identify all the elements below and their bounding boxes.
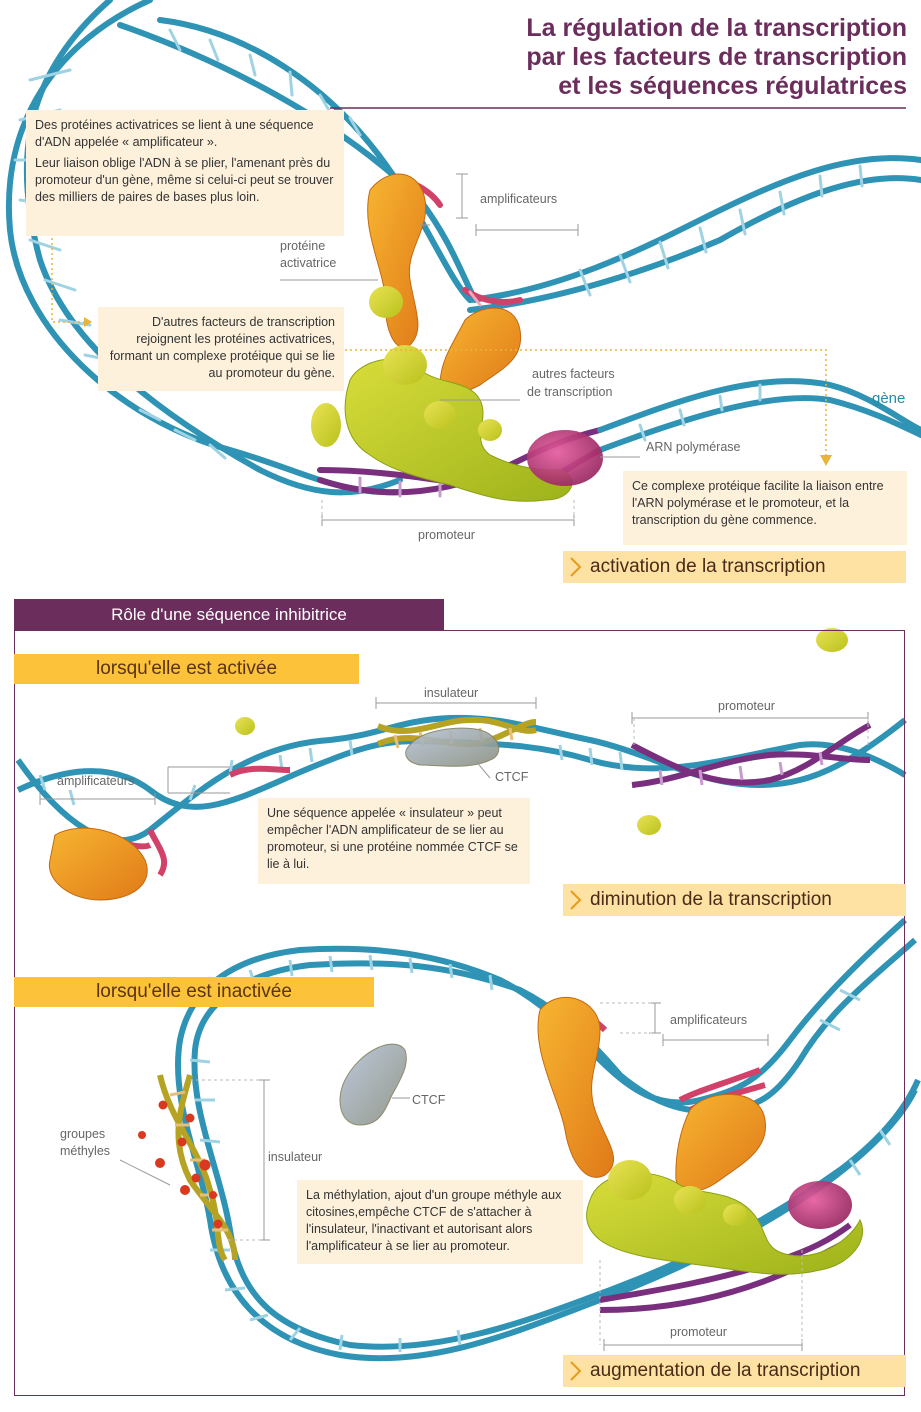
banner-augmentation-text: augmentation de la transcription <box>590 1360 861 1381</box>
inactive-dotted-guides <box>190 500 869 1345</box>
methyl-groups <box>138 1100 223 1229</box>
top-protein-complex <box>311 173 603 502</box>
inhibitory-header: Rôle d'une séquence inhibitrice <box>14 599 444 631</box>
chevron-right-icon <box>570 890 582 910</box>
label-activatrice: activatrice <box>280 256 337 270</box>
active-proteins <box>48 628 848 901</box>
active-dimension-lines <box>39 697 869 805</box>
top-dimension-lines <box>280 173 640 526</box>
note-complex: Ce complexe protéique facilite la liaiso… <box>623 471 907 545</box>
note-methylation-text: La méthylation, ajout d'un groupe méthyl… <box>306 1188 562 1253</box>
inactive-proteins <box>339 996 864 1275</box>
banner-augmentation: augmentation de la transcription <box>563 1355 906 1387</box>
note-factors-text: D'autres facteurs de transcription rejoi… <box>109 315 335 380</box>
label-methyles: méthyles <box>60 1144 111 1158</box>
band-active: lorsqu'elle est activée <box>14 654 359 684</box>
banner-activation-text: activation de la transcription <box>590 556 826 577</box>
label-autres-1: autres facteurs <box>532 367 615 381</box>
note-activators: Des protéines activatrices se lient à un… <box>26 110 344 236</box>
label-groupes: groupes <box>60 1127 106 1141</box>
note-activators-p1: Des protéines activatrices se lient à un… <box>35 118 314 149</box>
label-insulateur-inactive: insulateur <box>268 1150 323 1164</box>
note-complex-text: Ce complexe protéique facilite la liaiso… <box>632 479 884 527</box>
title-line-1: La régulation de la transcription <box>526 14 907 42</box>
chevron-right-icon <box>570 557 582 577</box>
note-insulateur: Une séquence appelée « insulateur » peut… <box>258 798 530 884</box>
banner-activation: activation de la transcription <box>563 551 906 583</box>
chevron-right-icon <box>570 1361 582 1381</box>
title-line-2: par les facteurs de transcription <box>526 43 907 71</box>
title-line-3: et les séquences régulatrices <box>558 72 907 100</box>
inhibitory-frame <box>14 630 905 1396</box>
note-factors: D'autres facteurs de transcription rejoi… <box>98 307 344 391</box>
label-promoteur-top: promoteur <box>418 528 475 542</box>
label-amplificateurs-top: amplificateurs <box>480 192 558 206</box>
label-promoteur-active: promoteur <box>718 699 775 713</box>
label-ctcf-active: CTCF <box>495 770 529 784</box>
banner-diminution-text: diminution de la transcription <box>590 889 832 910</box>
label-proteine: protéine <box>280 239 326 253</box>
label-ctcf-inactive: CTCF <box>412 1093 446 1107</box>
label-autres-2: de transcription <box>527 385 613 399</box>
page-title: La régulation de la transcription par le… <box>526 14 907 101</box>
label-gene: gène <box>872 390 906 407</box>
label-amplificateurs-active: amplificateurs <box>57 774 135 788</box>
note-activators-p2: Leur liaison oblige l'ADN à se plier, l'… <box>35 156 334 204</box>
band-inactive: lorsqu'elle est inactivée <box>14 977 374 1007</box>
label-arn-polymerase: ARN polymérase <box>646 440 741 454</box>
label-insulateur-active: insulateur <box>424 686 479 700</box>
note-insulateur-text: Une séquence appelée « insulateur » peut… <box>267 806 518 871</box>
note-methylation: La méthylation, ajout d'un groupe méthyl… <box>297 1180 583 1264</box>
banner-diminution: diminution de la transcription <box>563 884 906 916</box>
label-amplificateurs-inactive: amplificateurs <box>670 1013 748 1027</box>
label-promoteur-inactive: promoteur <box>670 1325 727 1339</box>
top-dotted-connectors <box>51 238 827 456</box>
